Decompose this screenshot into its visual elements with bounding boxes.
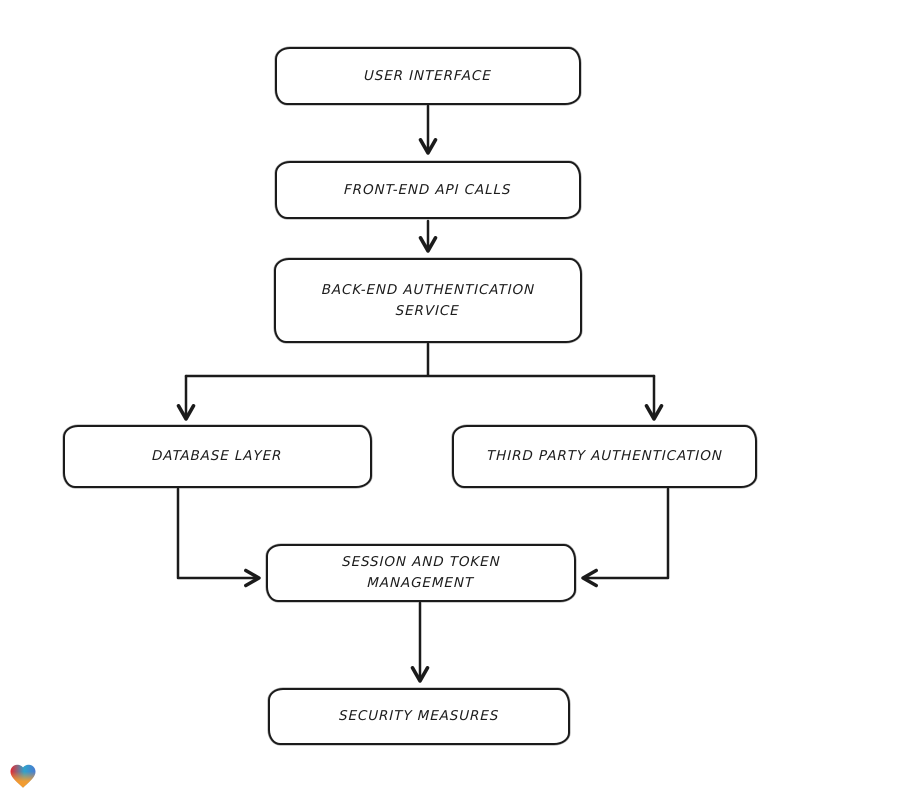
node-user-interface: USER INTERFACE — [275, 47, 581, 105]
edge-database-to-session — [176, 487, 261, 588]
edge-thirdparty-to-session — [581, 487, 670, 588]
edge-backend-branch-stem — [184, 342, 656, 378]
node-front-end-api-calls-label: FRONT-END API CALLS — [344, 181, 512, 198]
node-database-layer-label: DATABASE LAYER — [152, 448, 283, 465]
node-back-end-auth-service: BACK-END AUTHENTICATION SERVICE — [274, 258, 582, 343]
node-front-end-api-calls: FRONT-END API CALLS — [275, 161, 581, 219]
node-security-measures-label: SECURITY MEASURES — [338, 708, 500, 725]
node-session-token-management-label: SESSION AND TOKEN MANAGEMENT — [341, 554, 501, 591]
node-database-layer: DATABASE LAYER — [63, 425, 372, 488]
node-third-party-authentication-label: THIRD PARTY AUTHENTICATION — [486, 448, 723, 465]
node-user-interface-label: USER INTERFACE — [363, 67, 493, 84]
node-third-party-authentication: THIRD PARTY AUTHENTICATION — [452, 425, 757, 488]
node-session-token-management: SESSION AND TOKEN MANAGEMENT — [266, 544, 576, 602]
node-back-end-auth-service-label: BACK-END AUTHENTICATION SERVICE — [321, 281, 536, 319]
node-security-measures: SECURITY MEASURES — [268, 688, 570, 745]
gradient-heart-logo-icon — [10, 764, 36, 788]
